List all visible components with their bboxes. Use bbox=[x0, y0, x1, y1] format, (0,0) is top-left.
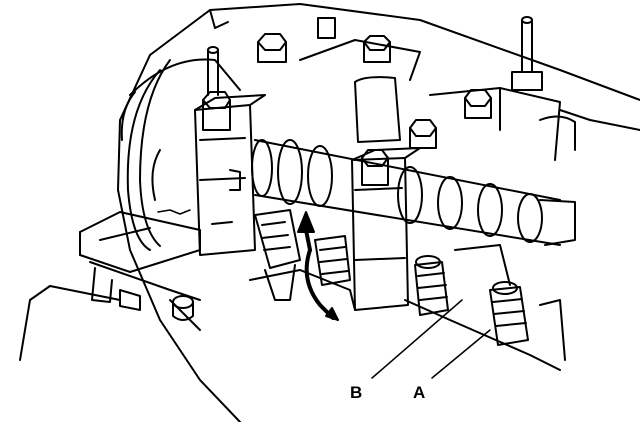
rotation-arrow-icon bbox=[297, 211, 339, 321]
callout-label-a: A bbox=[413, 383, 426, 402]
rocker-arm-left-group bbox=[249, 209, 356, 311]
cylinder-head-outline bbox=[117, 3, 640, 423]
cam-sprocket bbox=[120, 58, 241, 215]
bracket-bolt bbox=[172, 295, 194, 321]
camshaft-holder-left bbox=[194, 94, 266, 256]
rocker-arm-right-group bbox=[404, 244, 566, 371]
head-upper-casting bbox=[299, 39, 576, 161]
callout-leaders bbox=[371, 299, 491, 379]
cover-studs bbox=[207, 16, 543, 96]
holder-bolts bbox=[202, 33, 492, 186]
callout-label-b: B bbox=[350, 383, 363, 402]
